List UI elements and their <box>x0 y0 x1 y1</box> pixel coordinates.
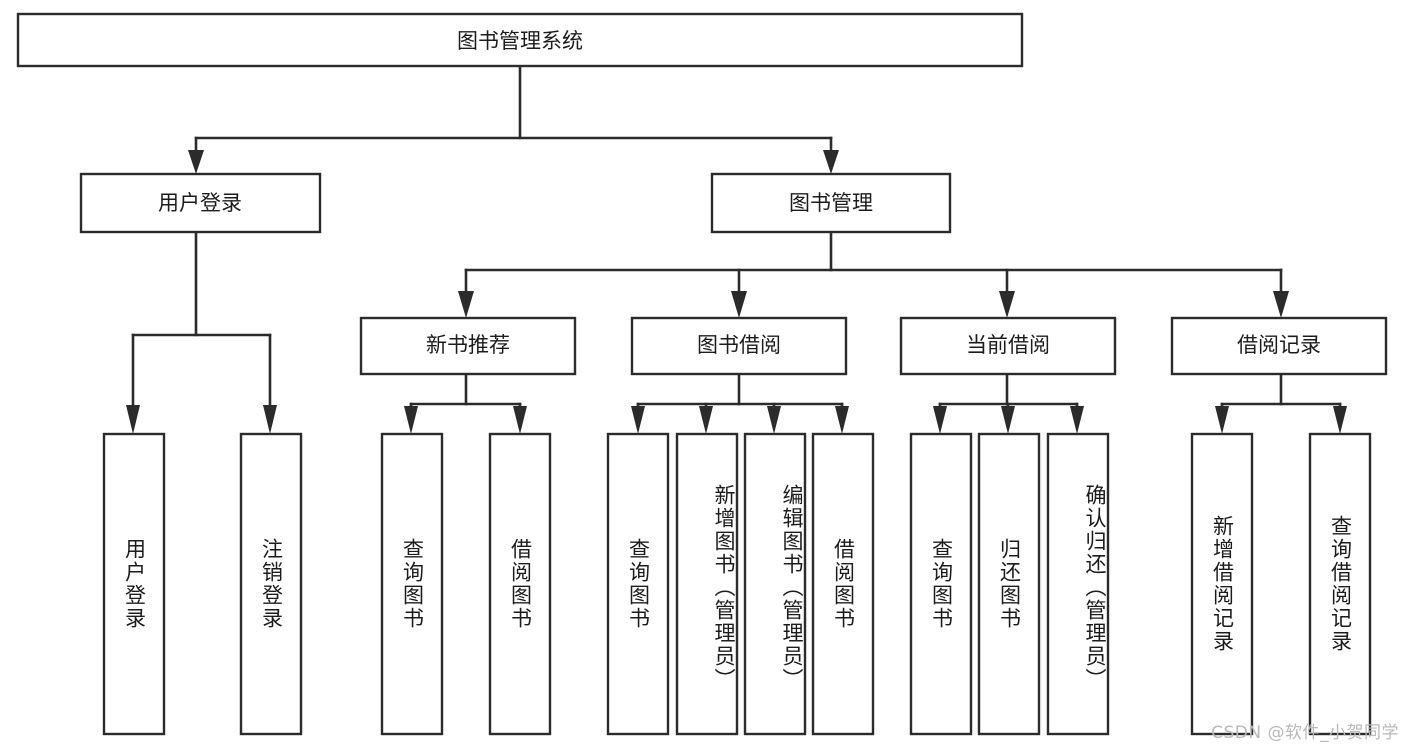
node-leaf7-box[interactable] <box>743 432 807 736</box>
node-leaf10-box[interactable] <box>977 432 1041 736</box>
node-leaf2-label: 注销登录 <box>259 538 284 630</box>
node-root[interactable]: 图书管理系统 <box>16 12 1024 68</box>
arrow-bookmgmt-records <box>1273 291 1289 318</box>
node-leaf3-label: 查询图书 <box>400 538 425 630</box>
node-login[interactable]: 用户登录 <box>79 172 322 234</box>
arrow-borrow-leaf6 <box>699 406 713 434</box>
arrow-bookmgmt-current <box>999 291 1015 318</box>
node-leaf4-box[interactable] <box>488 432 552 736</box>
connector-layer <box>126 64 1347 434</box>
node-records-label: 借阅记录 <box>1237 333 1321 357</box>
node-newbook-box[interactable] <box>359 316 577 376</box>
watermark-text: CSDN @软件_小贺同学 <box>1211 723 1399 743</box>
arrow-login-leaf1 <box>126 405 140 434</box>
node-leaf3-box[interactable] <box>380 432 444 736</box>
arrow-records-leaf13 <box>1333 406 1347 434</box>
node-current[interactable]: 当前借阅 <box>899 316 1117 376</box>
arrow-records-leaf12 <box>1215 406 1229 434</box>
arrow-current-leaf10 <box>1001 406 1015 434</box>
arrow-login-leaf2 <box>263 405 277 434</box>
node-root-box[interactable] <box>16 12 1024 68</box>
node-leaf5-label: 查询图书 <box>626 538 651 630</box>
arrow-bookmgmt-borrow <box>731 291 747 318</box>
node-records-box[interactable] <box>1170 316 1388 376</box>
arrow-root-to-bookmgmt <box>823 150 839 174</box>
node-records[interactable]: 借阅记录 <box>1170 316 1388 376</box>
node-newbook[interactable]: 新书推荐 <box>359 316 577 376</box>
node-bookmgmt[interactable]: 图书管理 <box>710 172 952 234</box>
node-leaf13-box[interactable] <box>1308 432 1372 736</box>
arrow-borrow-leaf5 <box>631 406 645 434</box>
node-leaf12-label: 新增借阅记录 <box>1210 515 1235 653</box>
node-borrow[interactable]: 图书借阅 <box>630 316 848 376</box>
node-current-label: 当前借阅 <box>966 333 1050 357</box>
node-leaf9-box[interactable] <box>909 432 973 736</box>
node-root-label: 图书管理系统 <box>457 29 583 53</box>
arrow-bookmgmt-newbook <box>458 291 474 318</box>
node-current-box[interactable] <box>899 316 1117 376</box>
node-leaf10-label: 归还图书 <box>997 538 1022 630</box>
node-leaf11-box[interactable] <box>1046 432 1110 736</box>
node-leaf12-box[interactable] <box>1190 432 1254 736</box>
arrow-current-leaf9 <box>933 406 947 434</box>
node-leaf11-label: 确认归还（管理员） <box>1083 483 1107 691</box>
node-bookmgmt-box[interactable] <box>710 172 952 234</box>
node-leaf8-box[interactable] <box>811 432 875 736</box>
node-borrow-box[interactable] <box>630 316 848 376</box>
node-borrow-label: 图书借阅 <box>697 333 781 357</box>
node-leaf8-label: 借阅图书 <box>831 538 856 630</box>
node-newbook-label: 新书推荐 <box>426 333 510 357</box>
node-leaf13-label: 查询借阅记录 <box>1328 515 1353 653</box>
arrow-newbook-leaf4 <box>513 406 527 434</box>
arrow-borrow-leaf7 <box>767 406 781 434</box>
arrow-borrow-leaf8 <box>835 406 849 434</box>
node-login-box[interactable] <box>79 172 322 234</box>
node-leaf6-box[interactable] <box>675 432 739 736</box>
node-leaf9-label: 查询图书 <box>929 538 954 630</box>
node-leaf7-label: 编辑图书（管理员） <box>780 483 804 691</box>
node-leaf1-box[interactable] <box>102 432 166 736</box>
node-login-label: 用户登录 <box>158 191 242 215</box>
node-leaf6-label: 新增图书（管理员） <box>712 483 736 691</box>
node-leaf4-label: 借阅图书 <box>508 538 533 630</box>
arrow-root-to-login <box>188 150 204 174</box>
arrow-newbook-leaf3 <box>404 406 418 434</box>
node-bookmgmt-label: 图书管理 <box>789 191 873 215</box>
node-leaf5-box[interactable] <box>606 432 670 736</box>
node-leaf1-label: 用户登录 <box>122 538 147 630</box>
node-leaf2-box[interactable] <box>239 432 303 736</box>
leaf-box-layer <box>102 432 1372 736</box>
arrow-current-leaf11 <box>1070 406 1084 434</box>
